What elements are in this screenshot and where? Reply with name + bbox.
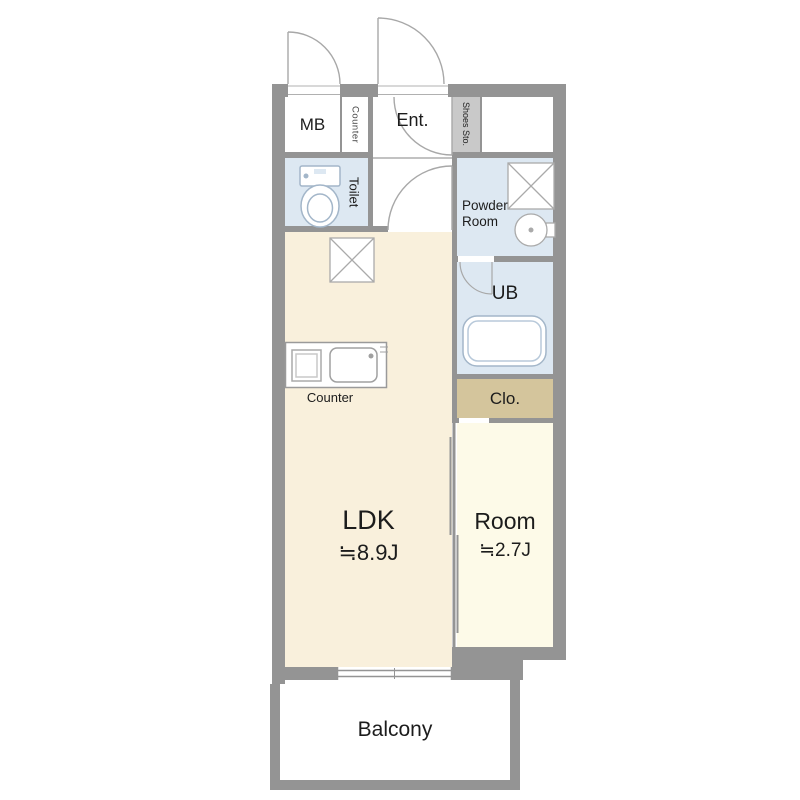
entrance-text: Ent. (396, 109, 429, 130)
shoes-storage-cabinet (452, 97, 480, 152)
balcony-text: Balcony (357, 718, 433, 741)
entrance-upper-right-area (482, 97, 553, 152)
wall-balcony-right (510, 660, 520, 790)
door-swing-mb (287, 31, 341, 85)
wall-powder-ub-divider (452, 256, 566, 262)
powder-room-text-2: Room (462, 214, 499, 229)
room-name-text: Room (474, 508, 536, 534)
unit-bath-label: UB (457, 278, 553, 310)
closet-text: Clo. (489, 388, 521, 408)
wall-ub-bottom (452, 374, 566, 379)
meter-box-text: MB (299, 114, 326, 134)
powder-room-label: Powder Room (462, 196, 548, 232)
wall-mb-shelf-divider (340, 97, 342, 152)
window-opening-balcony (337, 667, 452, 680)
door-opening-entrance (378, 84, 448, 97)
room-counter-shelf (342, 97, 368, 152)
wall-closet-bottom (452, 418, 566, 423)
balcony-label: Balcony (280, 680, 510, 780)
entrance-label: Ent. (373, 104, 452, 136)
wall-hall-stub (373, 226, 388, 232)
meter-box-label: MB (285, 97, 340, 152)
wall-shoes-divider (480, 97, 482, 152)
ldk-label: LDK ≒8.9J (285, 492, 452, 578)
wall-balcony-bottom (270, 780, 520, 790)
unit-bath-text: UB (491, 283, 519, 304)
room-ldk (285, 232, 452, 667)
toilet-text: Toilet (346, 176, 362, 208)
wall-left (272, 84, 285, 684)
wall-balcony-left (270, 684, 280, 790)
wall-right (553, 84, 566, 660)
closet-label: Clo. (457, 379, 553, 418)
room-bedroom (457, 423, 553, 647)
ldk-name-text: LDK (342, 504, 395, 535)
room-balcony (280, 680, 510, 780)
door-opening-mb (288, 84, 340, 97)
wall-under-mb (285, 152, 373, 158)
toilet-label: Toilet (342, 158, 366, 226)
wall-powder-top (452, 152, 566, 158)
ldk-area-text: ≒8.9J (338, 539, 399, 565)
door-swing-entrance (377, 17, 445, 85)
counter-shelf-label: Counter (342, 97, 368, 152)
room-closet (457, 379, 553, 418)
wall-ldk-bottom-left (272, 667, 337, 680)
wall-wet-column-left (452, 152, 457, 423)
wall-hall-left (368, 97, 373, 232)
shoes-storage-text: Shoes Sto. (461, 102, 471, 147)
powder-room-text-1: Powder (462, 198, 508, 213)
room-label: Room ≒2.7J (457, 490, 553, 580)
door-opening-closet (459, 418, 489, 423)
kitchen-counter-text: Counter (306, 389, 354, 405)
room-area-text: ≒2.7J (479, 540, 531, 561)
room-meter-box (285, 97, 340, 152)
shoes-storage-label: Shoes Sto. (452, 97, 480, 152)
kitchen-counter-label: Counter (285, 389, 375, 405)
door-opening-ub (458, 256, 494, 262)
counter-shelf-text: Counter (349, 105, 361, 144)
wall-toilet-bottom (285, 226, 373, 232)
